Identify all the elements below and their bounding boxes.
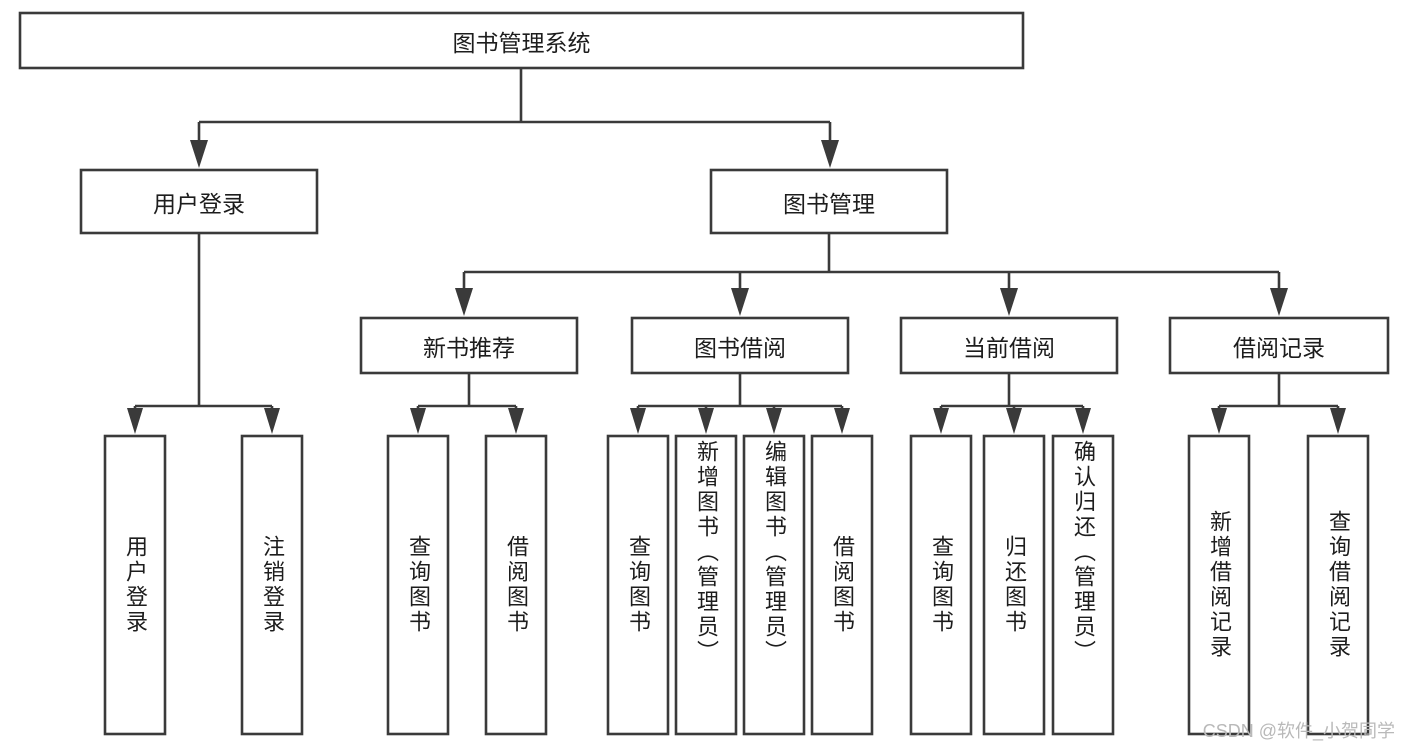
connector-book-manage-to-level3: [455, 233, 1288, 316]
node-current-borrow[interactable]: [899, 316, 1119, 375]
book-borrow-box[interactable]: [630, 316, 850, 375]
arrow-head-icon: [1330, 408, 1346, 434]
arrow-head-icon: [1006, 408, 1022, 434]
leaf-query-record-box[interactable]: [1306, 434, 1370, 736]
arrow-head-icon: [834, 408, 850, 434]
arrow-head-icon: [127, 408, 143, 434]
node-user-login[interactable]: [79, 168, 319, 235]
root-box[interactable]: [18, 11, 1025, 70]
arrow-head-icon: [630, 408, 646, 434]
leaf-confirm-return-box[interactable]: [1051, 434, 1115, 736]
leaf-logout-box[interactable]: [240, 434, 304, 736]
arrow-head-icon: [1211, 408, 1227, 434]
leaf-query-book-cur-box[interactable]: [909, 434, 973, 736]
user-login-box[interactable]: [79, 168, 319, 235]
book-manage-box[interactable]: [709, 168, 949, 235]
connector-new-book-rec-to-leaves: [410, 373, 524, 434]
arrow-head-icon: [698, 408, 714, 434]
leaf-add-record-box[interactable]: [1187, 434, 1251, 736]
arrow-head-icon: [455, 288, 473, 316]
leaf-boxes: [103, 434, 1370, 736]
connector-book-borrow-to-leaves: [630, 373, 850, 434]
node-root[interactable]: [18, 11, 1025, 70]
leaf-borrow-book-rec-box[interactable]: [484, 434, 548, 736]
node-borrow-record[interactable]: [1168, 316, 1390, 375]
leaf-return-book-box[interactable]: [982, 434, 1046, 736]
arrow-head-icon: [766, 408, 782, 434]
arrow-head-icon: [1000, 288, 1018, 316]
arrow-head-icon: [1270, 288, 1288, 316]
leaf-query-book-rec-box[interactable]: [386, 434, 450, 736]
connector-user-login-to-leaves: [127, 233, 280, 434]
node-new-book-rec[interactable]: [359, 316, 579, 375]
leaf-edit-book-box[interactable]: [742, 434, 806, 736]
new-book-rec-box[interactable]: [359, 316, 579, 375]
leaf-borrow-book-box[interactable]: [810, 434, 874, 736]
arrow-head-icon: [731, 288, 749, 316]
arrow-head-icon: [410, 408, 426, 434]
arrow-head-icon: [264, 408, 280, 434]
arrow-head-icon: [190, 140, 208, 168]
connector-root-to-level2: [190, 68, 839, 168]
current-borrow-box[interactable]: [899, 316, 1119, 375]
arrow-head-icon: [508, 408, 524, 434]
arrow-head-icon: [821, 140, 839, 168]
node-book-manage[interactable]: [709, 168, 949, 235]
connector-current-borrow-to-leaves: [933, 373, 1091, 434]
borrow-record-box[interactable]: [1168, 316, 1390, 375]
arrow-head-icon: [933, 408, 949, 434]
leaf-user-login-box[interactable]: [103, 434, 167, 736]
connector-borrow-record-to-leaves: [1211, 373, 1346, 434]
arrow-head-icon: [1075, 408, 1091, 434]
leaf-query-book-box[interactable]: [606, 434, 670, 736]
leaf-add-book-box[interactable]: [674, 434, 738, 736]
node-book-borrow[interactable]: [630, 316, 850, 375]
